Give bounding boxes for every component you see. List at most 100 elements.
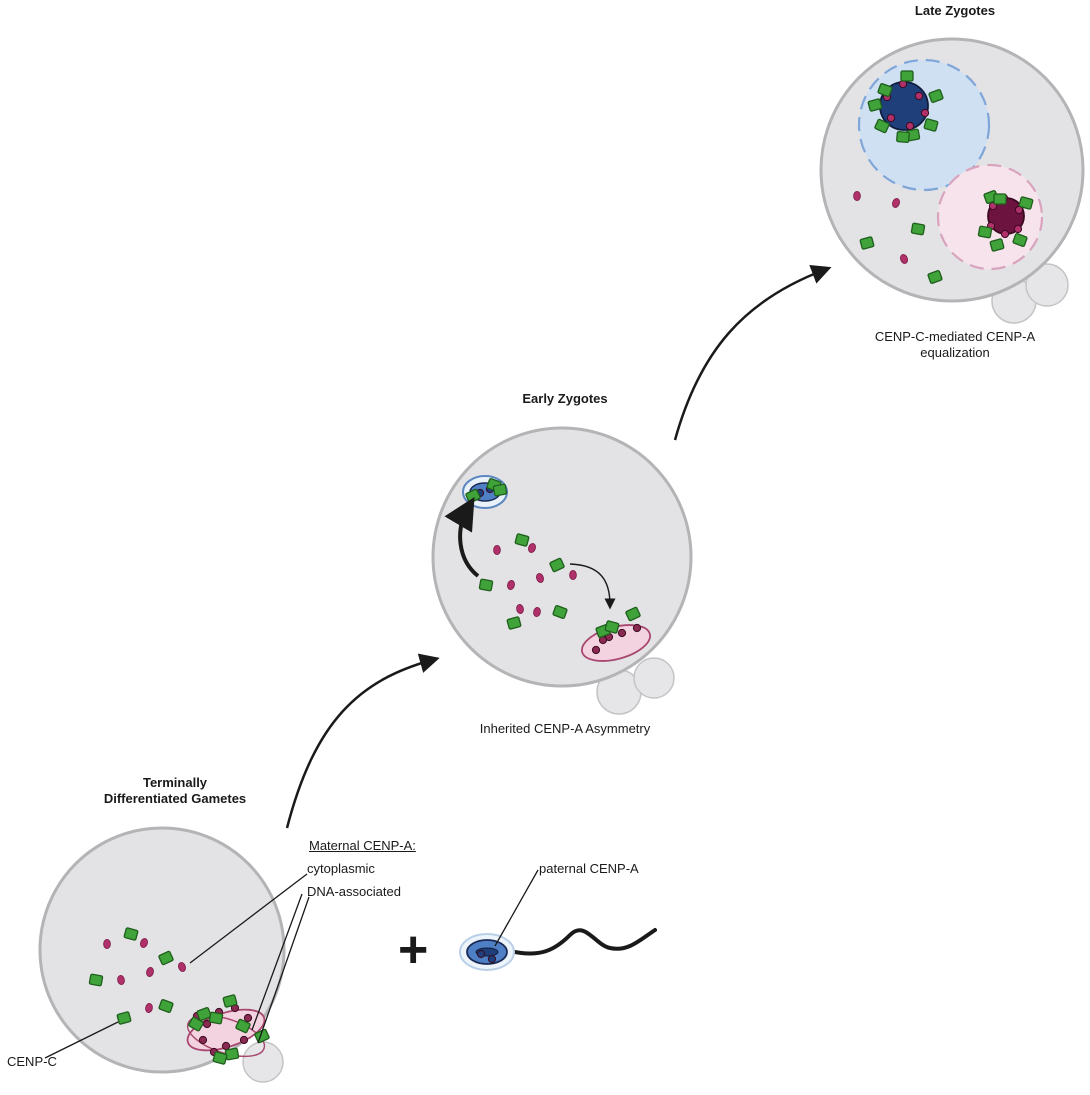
cenp-c-protein (506, 616, 522, 630)
dna-associated-cenp-a (617, 628, 627, 638)
dna-associated-cenp-a (198, 1035, 208, 1045)
dna-associated-cenp-a (920, 108, 930, 118)
cytoplasmic-leader-line (189, 873, 308, 964)
dna-associated-cenp-a (487, 954, 497, 964)
dna-associated-cenp-a (632, 623, 642, 633)
cenp-a-protein (528, 543, 536, 553)
dna-associated-cenp-a (221, 1041, 231, 1051)
gametes-title-line2: Differentiated Gametes (103, 791, 247, 806)
cenp-c-protein (224, 1047, 240, 1061)
cenp-c-protein (927, 270, 943, 284)
sperm-tail (508, 928, 657, 956)
dna-associated-cenp-a (243, 1013, 253, 1023)
dna-associated-cenp-a (591, 645, 601, 655)
cenp-c-label: CENP-C (7, 1054, 57, 1069)
cenp-c-protein (928, 89, 944, 103)
cenp-c-protein (208, 1011, 224, 1025)
cenp-a-protein (145, 1003, 153, 1013)
early-zygotes-caption: Inherited CENP-A Asymmetry (479, 721, 651, 736)
cenp-c-protein (900, 70, 914, 82)
cenp-c-protein (625, 606, 641, 622)
cenp-c-protein (552, 605, 568, 619)
cenp-c-protein (989, 238, 1005, 252)
dna-associated-cenp-a (1000, 229, 1010, 239)
cenp-c-protein (977, 225, 993, 239)
maternal-chromosome-spindle (186, 1014, 266, 1058)
cenp-c-protein (158, 950, 174, 966)
cenp-c-protein (867, 98, 883, 112)
cenp-a-protein (178, 962, 186, 972)
cenp-a-protein (569, 570, 577, 581)
late-zygotes-caption-line2: equalization (920, 345, 990, 360)
gametes-title-line1: Terminally (142, 775, 208, 790)
cenp-c-protein (877, 83, 893, 97)
cenp-c-protein (1012, 233, 1028, 247)
dna-associated-label: DNA-associated (307, 884, 401, 899)
polar-body (1025, 263, 1069, 307)
early-zygotes-title: Early Zygotes (522, 391, 608, 406)
cenp-a-protein (507, 580, 515, 590)
dna-associated-cenp-a (1013, 224, 1023, 234)
cenp-a-protein (892, 198, 900, 208)
cenp-c-protein (123, 927, 139, 941)
cenp-a-protein (140, 938, 148, 948)
late-zygotes-title: Late Zygotes (914, 3, 996, 18)
cenp-c-protein (1018, 196, 1034, 210)
cenp-c-protein (993, 193, 1007, 205)
cenp-a-protein (533, 607, 541, 617)
maternal-loading-arrow (569, 563, 616, 610)
arrow-early-to-late (673, 264, 832, 441)
cenp-a-protein (146, 967, 154, 977)
dna-associated-leader-line (257, 896, 310, 1044)
maternal-cenp-a-heading: Maternal CENP-A: (309, 838, 416, 853)
dna-associated-cenp-a (476, 949, 486, 959)
cenp-c-protein (859, 236, 875, 250)
cenp-a-protein (103, 939, 111, 950)
early-zygote-cell (431, 426, 693, 688)
cenp-c-protein (549, 557, 565, 573)
cenp-c-protein (222, 994, 238, 1008)
polar-body (242, 1041, 284, 1083)
cenp-c-protein (492, 483, 508, 497)
cenp-c-protein (896, 130, 910, 144)
dna-associated-leader-line (251, 893, 303, 1031)
arrow-gametes-to-early (285, 653, 440, 829)
cells (38, 37, 1085, 1083)
cenp-c-protein (514, 533, 530, 547)
cenp-c-leader-line (44, 1021, 119, 1059)
cenp-c-protein (874, 118, 890, 134)
plus-sign: + (398, 921, 429, 979)
cytoplasmic-label: cytoplasmic (307, 861, 375, 876)
paternal-leader-line (494, 869, 539, 947)
leader-lines (44, 869, 539, 1059)
paternal-cenp-a-label: paternal CENP-A (539, 861, 639, 876)
cenp-c-protein (188, 1016, 204, 1032)
cenp-c-protein (910, 222, 926, 236)
dna-associated-cenp-a (239, 1035, 249, 1045)
late-zygotes-caption-line1: CENP-C-mediated CENP-A (874, 329, 1036, 344)
cenp-a-protein (117, 975, 125, 985)
cenp-c-protein (212, 1051, 228, 1065)
dna-associated-cenp-a (886, 113, 896, 123)
cenp-c-protein (158, 999, 174, 1013)
cenp-a-protein (853, 190, 861, 201)
cenp-c-protein (196, 1007, 212, 1021)
cenp-c-protein (604, 620, 620, 634)
dna-associated-cenp-a (914, 91, 924, 101)
cenp-c-protein (923, 118, 939, 132)
dna-associated-cenp-a (905, 121, 915, 131)
paternal-loading-arrow (444, 496, 480, 578)
stage-arrows (285, 264, 832, 829)
cenp-c-protein (116, 1011, 132, 1025)
cenp-c-protein (254, 1028, 270, 1044)
cenp-c-protein (88, 973, 104, 987)
egg-cell (38, 826, 286, 1074)
cenp-a-protein (516, 604, 524, 614)
cenp-c-protein (478, 578, 494, 592)
polar-body (633, 657, 675, 699)
cenp-a-protein (536, 573, 544, 583)
cenp-c-protein (235, 1018, 251, 1034)
cenp-a-protein (493, 545, 501, 556)
